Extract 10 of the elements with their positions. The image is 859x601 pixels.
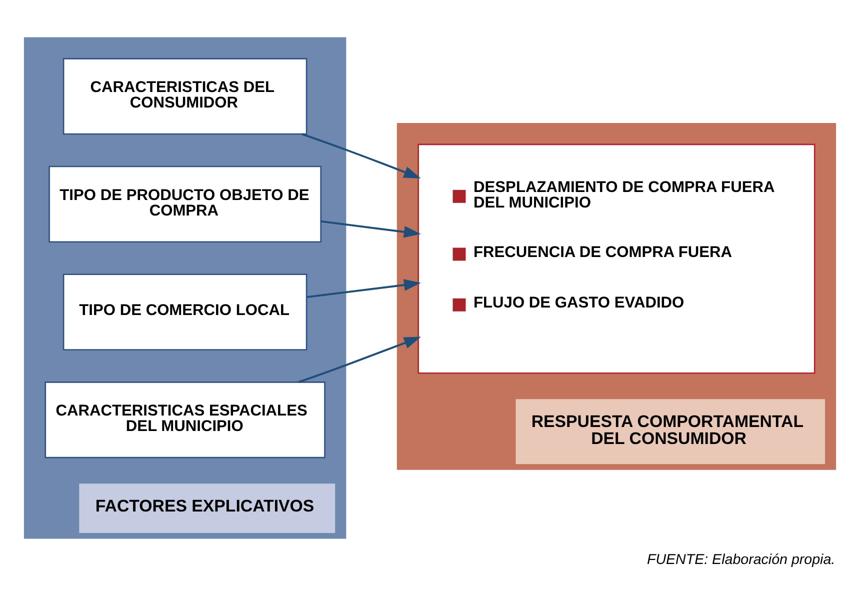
arrow	[301, 132, 420, 178]
arrow	[298, 336, 420, 382]
node-box: DESPLAZAMIENTO DE COMPRA FUERA DEL MUNICIPIO FRECUENCIA DE COMPRA FUERA FLUJO DE GASTO EVADIDO	[417, 143, 815, 374]
node-box: CARACTERISTICAS DEL CONSUMIDOR	[62, 58, 307, 134]
node-box: CARACTERISTICAS ESPACIALES DEL MUNICIPIO	[44, 381, 325, 458]
node-box: TIPO DE PRODUCTO OBJETO DE COMPRA	[48, 165, 321, 242]
node-box: TIPO DE COMERCIO LOCAL	[62, 273, 307, 350]
arrow	[306, 278, 420, 298]
caption: FUENTE: Elaboración propia.	[646, 551, 835, 568]
arrow	[320, 220, 420, 238]
